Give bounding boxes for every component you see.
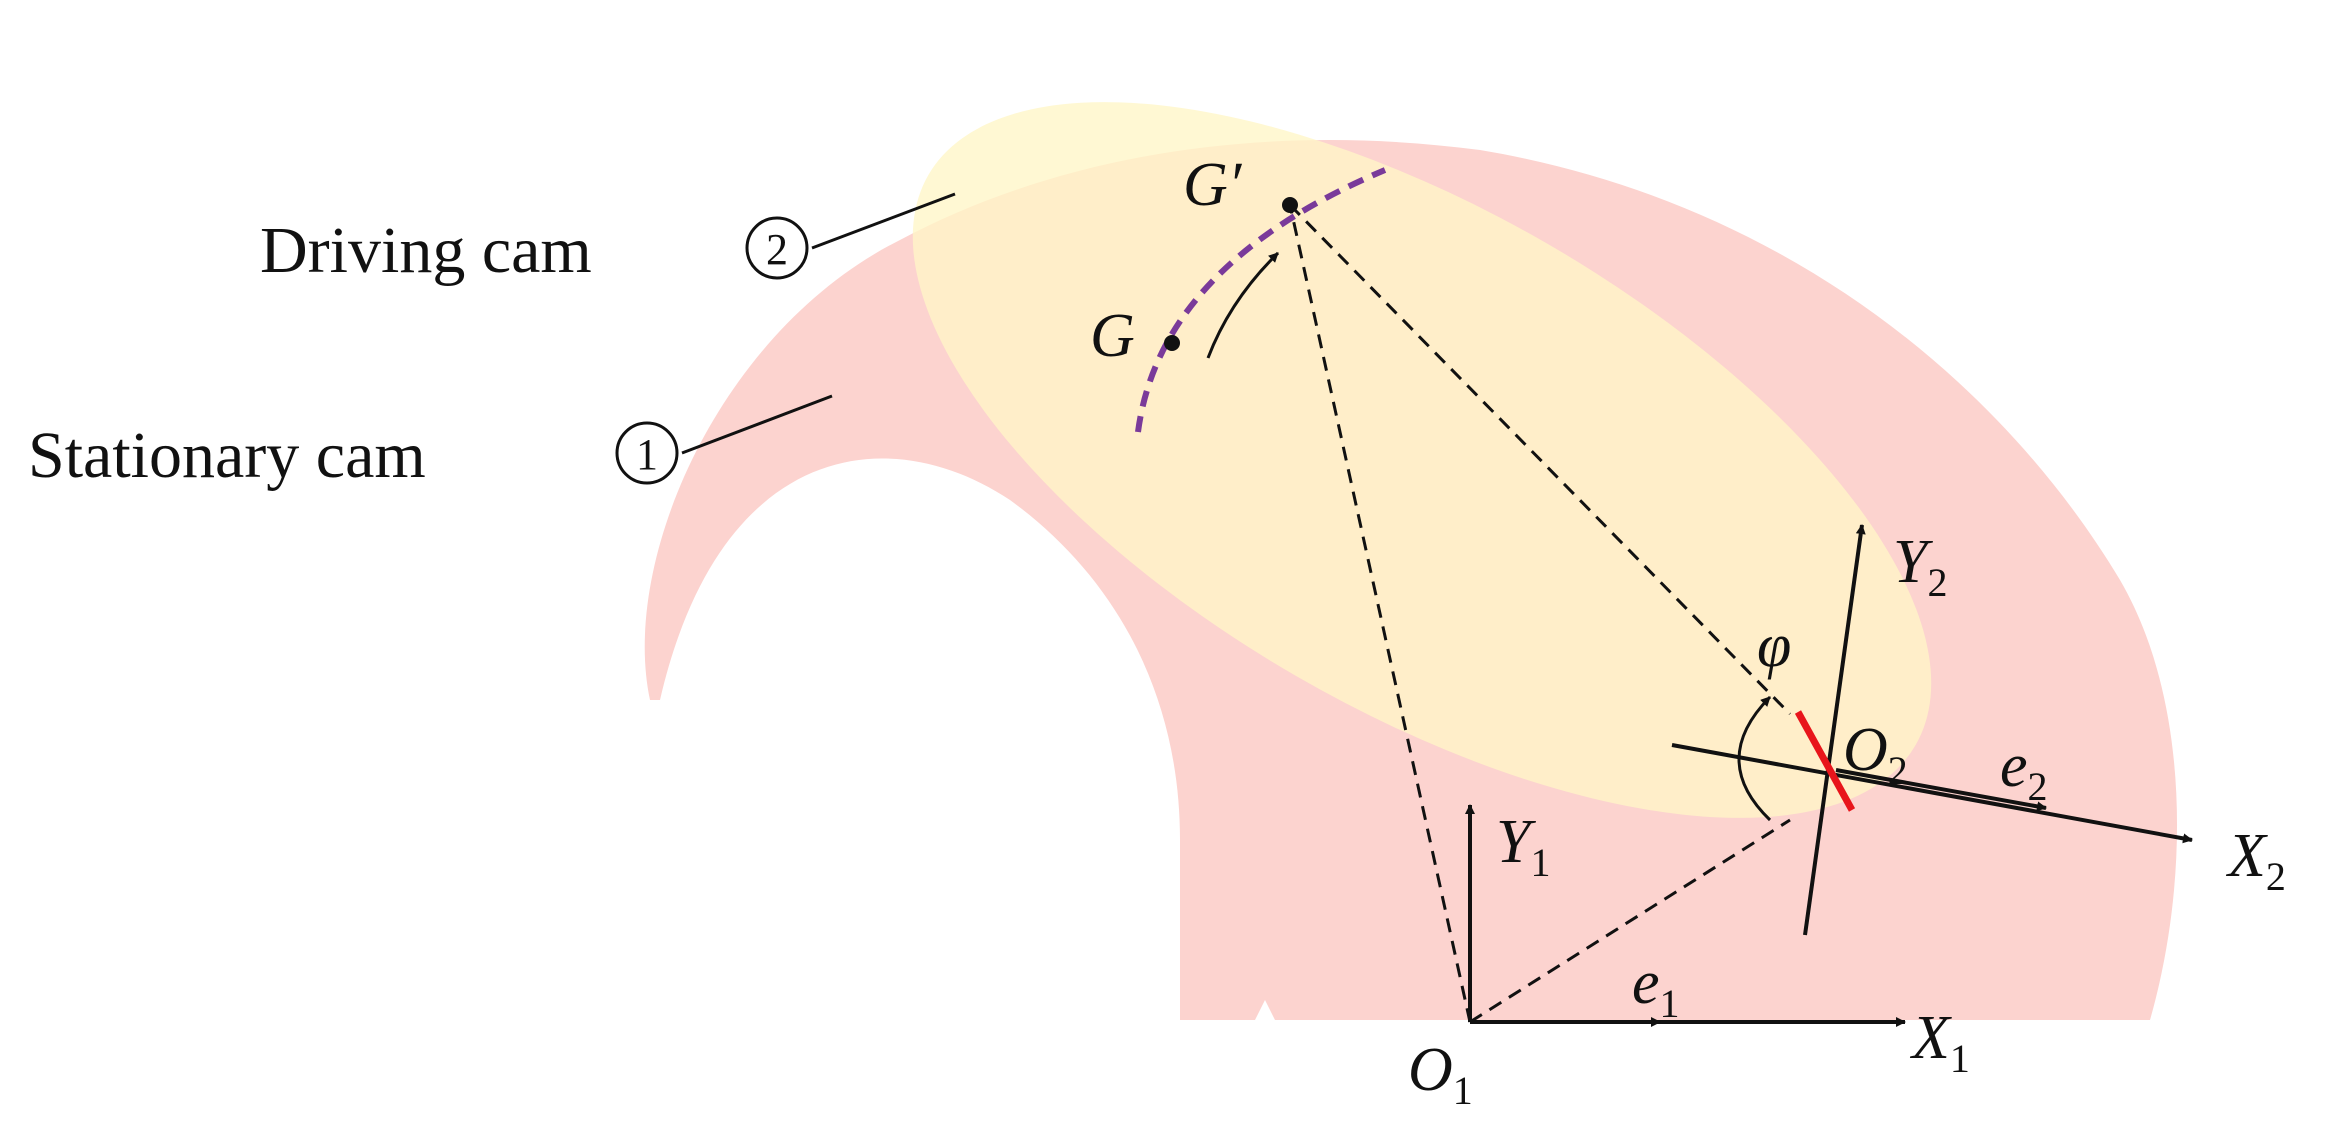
- point-g: [1164, 335, 1180, 351]
- point-g-prime-label: G′: [1183, 151, 1243, 219]
- e2-vector: [1835, 768, 2047, 812]
- y2-axis-label: Y2: [1893, 528, 1947, 605]
- phi-angle-label: φ: [1757, 612, 1791, 680]
- leader-line-stationary-cam: [681, 394, 833, 455]
- stationary-cam-number: 1: [636, 430, 658, 479]
- leader-line-driving-cam: [811, 192, 956, 250]
- origin-o2-label: O2: [1843, 716, 1908, 793]
- cam-motion-arc: [1135, 167, 1387, 433]
- x2-axis-label: X2: [2225, 822, 2286, 899]
- y2-axis-line: [1803, 524, 1866, 936]
- x2-axis-line: [1671, 743, 2193, 844]
- dashed-line-o1-gprime: [1288, 204, 1472, 1023]
- driving-cam-number: 2: [766, 225, 788, 274]
- motion-arrow: [1206, 251, 1280, 359]
- phi-angle-arc: [1737, 695, 1772, 822]
- dashed-line-gprime-o2: [1288, 203, 1792, 716]
- point-g-prime: [1282, 197, 1298, 213]
- origin-o1-label: O1: [1408, 1036, 1473, 1113]
- stationary-cam-number-circle: [615, 421, 679, 485]
- stationary-cam-label: Stationary cam: [28, 419, 426, 492]
- driving-cam-number-circle: [745, 216, 809, 280]
- point-g-label: G: [1090, 302, 1135, 370]
- contact-marker: [1794, 710, 1856, 812]
- y1-axis-label: Y1: [1496, 808, 1550, 885]
- e1-vector-label: e1: [1632, 949, 1680, 1026]
- driving-cam-label: Driving cam: [260, 214, 592, 287]
- dashed-line-o1-o2: [1469, 818, 1791, 1024]
- driving-cam-shape: [912, 102, 1932, 818]
- e2-vector-label: e2: [2000, 732, 2048, 809]
- x1-axis-label: X1: [1909, 1004, 1970, 1081]
